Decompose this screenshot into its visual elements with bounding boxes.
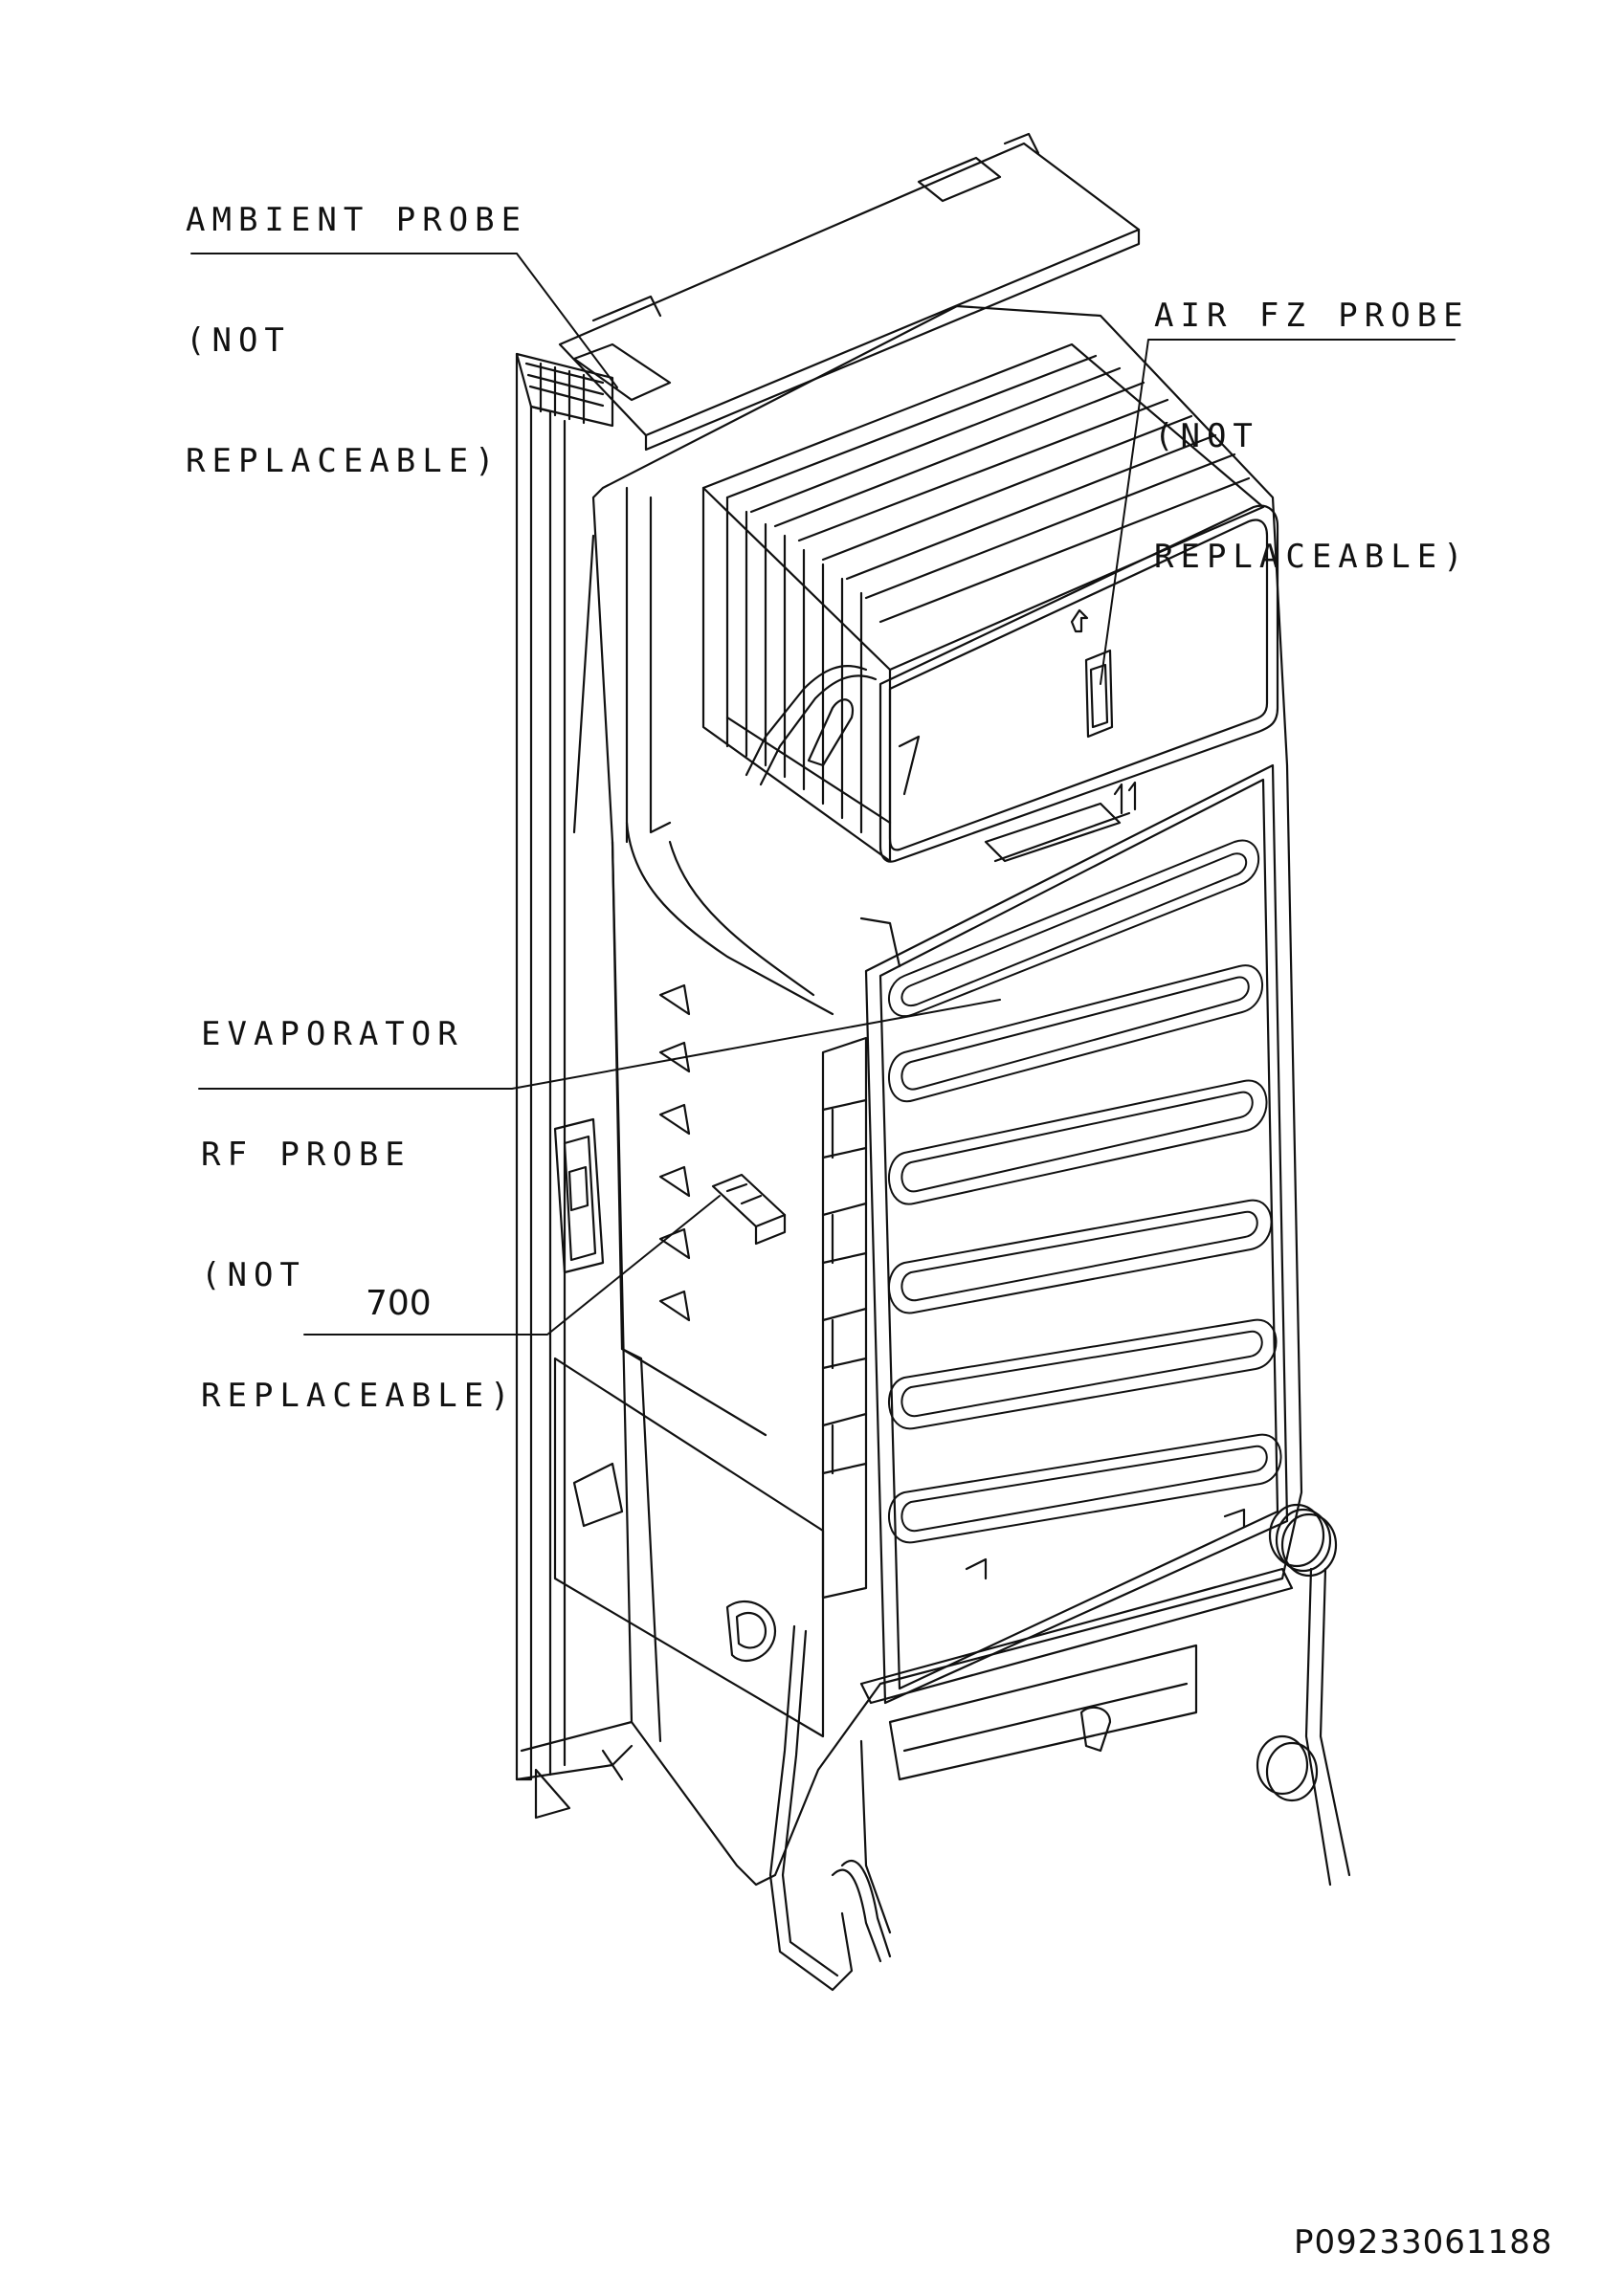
- document-id: P09233061188: [1294, 2223, 1553, 2262]
- leader-air-fz-probe: [1100, 339, 1456, 685]
- callout-evaporator-line-1: EVAPORATOR: [201, 1015, 464, 1053]
- hinge-bracket: [553, 1117, 605, 1274]
- evaporator-fins: [701, 342, 1265, 863]
- callout-evaporator-rf-probe: EVAPORATOR RF PROBE (NOT REPLACEABLE): [201, 934, 517, 1456]
- callout-air-fz-line-2: (NOT: [1154, 417, 1259, 455]
- leader-ambient-probe: [190, 253, 618, 388]
- callout-part-700: 700: [366, 1284, 432, 1323]
- callout-air-fz-probe: AIR FZ PROBE (NOT REPLACEABLE): [1154, 215, 1470, 617]
- serpentine-tubing: [888, 839, 1282, 1544]
- callout-air-fz-line-3: REPLACEABLE): [1154, 538, 1470, 576]
- compressor-compartment: [553, 1357, 825, 1738]
- callout-ambient-line-1: AMBIENT PROBE: [186, 201, 528, 239]
- callout-ambient-line-2: (NOT: [186, 321, 291, 360]
- callout-evaporator-line-2: RF PROBE: [201, 1136, 411, 1174]
- top-cover: [558, 132, 1141, 452]
- callout-evaporator-line-3: (NOT: [201, 1256, 306, 1294]
- fridge-evaporator: [821, 763, 1289, 1705]
- callout-evaporator-line-4: REPLACEABLE): [201, 1377, 517, 1415]
- cabinet-body: [572, 304, 1303, 1887]
- module-700: [711, 1173, 787, 1246]
- side-panel: [515, 352, 634, 1820]
- callout-ambient-line-3: REPLACEABLE): [186, 442, 501, 480]
- upper-tubes: [745, 665, 921, 968]
- drain-tray: [859, 1508, 1294, 1781]
- freezer-plate: [878, 504, 1279, 863]
- leader-part-700: [303, 1195, 721, 1336]
- capillary-tubes: [768, 1624, 892, 1992]
- tube-coils: [1256, 1503, 1351, 1887]
- vent-slots: [658, 983, 691, 1322]
- callout-ambient-probe: AMBIENT PROBE (NOT REPLACEABLE): [186, 120, 527, 521]
- leader-lines: [190, 253, 1456, 1336]
- callout-air-fz-line-1: AIR FZ PROBE: [1154, 297, 1470, 335]
- leader-evaporator-probe: [198, 999, 1001, 1090]
